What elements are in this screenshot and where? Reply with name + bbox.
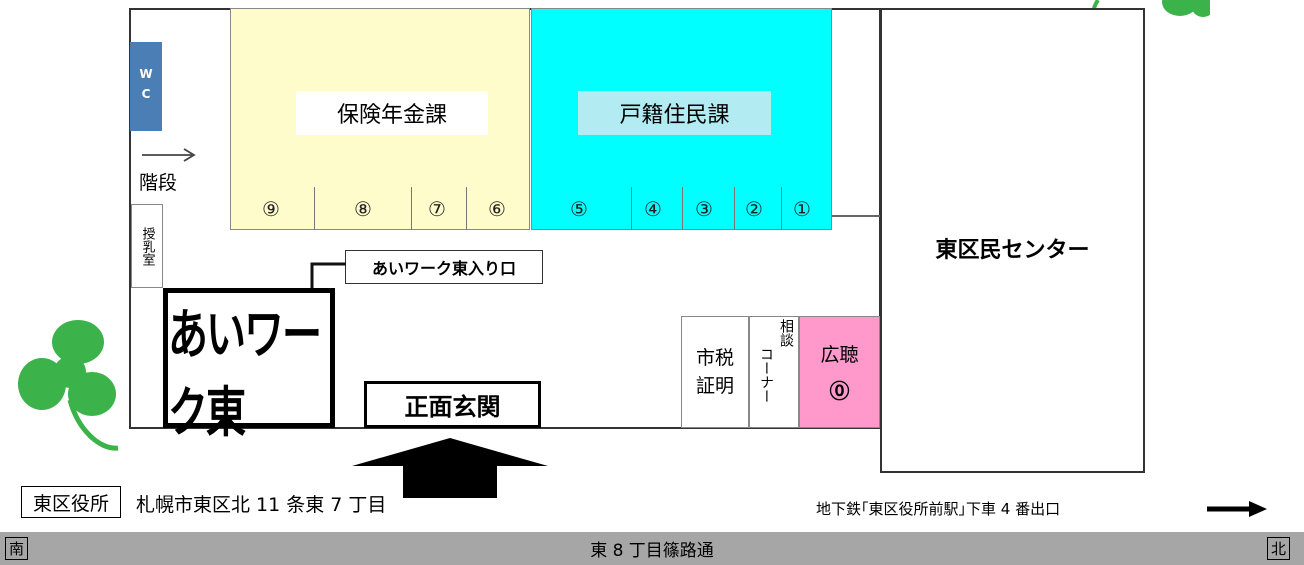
divider xyxy=(682,187,683,230)
consult-corner: 相談 コーナー xyxy=(749,316,799,428)
tax-cert-label: 市税証明 xyxy=(695,346,734,398)
address-box: 東区役所 xyxy=(21,486,121,518)
stairs-label: 階段 xyxy=(139,172,178,194)
street-south: 南 xyxy=(5,537,28,560)
window-number: ② xyxy=(745,197,763,221)
window-number: ① xyxy=(793,197,811,221)
wc-label: WC xyxy=(139,66,153,107)
center-building: 東区民センター xyxy=(880,8,1145,473)
connector-line xyxy=(832,215,881,217)
window-number: ④ xyxy=(644,197,662,221)
main-entrance: 正面玄関 xyxy=(364,381,541,428)
subway-note: 地下鉄｢東区役所前駅｣下車 4 番出口 xyxy=(816,500,1061,518)
divider xyxy=(781,187,782,230)
window-number: ⑥ xyxy=(488,197,506,221)
consult-label-bottom: コーナー xyxy=(758,347,774,403)
arrow-right-icon xyxy=(1207,501,1267,517)
street-north: 北 xyxy=(1267,537,1290,560)
hoken-label: 保険年金課 xyxy=(296,91,488,135)
koseki-label: 戸籍住民課 xyxy=(578,91,771,135)
window-number: ③ xyxy=(695,197,713,221)
window-number: ⑤ xyxy=(570,197,588,221)
consult-label-top: 相談 xyxy=(778,319,794,347)
divider xyxy=(411,187,412,230)
window-number: ⑦ xyxy=(428,197,446,221)
address-text: 札幌市東区北 11 条東 7 丁目 xyxy=(136,494,387,516)
ai-work-name: あいワーク東 xyxy=(168,304,322,445)
kocho-room: 広聴 ⓪ xyxy=(799,316,880,428)
kocho-number: ⓪ xyxy=(829,379,850,403)
nursing-room-label: 授乳室 xyxy=(139,226,155,266)
window-number: ⑨ xyxy=(262,197,280,221)
clover-icon xyxy=(18,320,119,451)
center-building-label: 東区民センター xyxy=(935,238,1090,263)
main-entrance-label: 正面玄関 xyxy=(404,393,501,421)
tax-cert-room: 市税証明 xyxy=(681,316,749,428)
divider xyxy=(314,187,315,230)
window-number: ⑧ xyxy=(354,197,372,221)
wc: WC xyxy=(130,42,162,131)
street-bar xyxy=(0,532,1304,565)
kocho-label: 広聴 xyxy=(820,344,859,366)
divider xyxy=(631,187,632,230)
divider xyxy=(734,187,735,230)
street-name: 東 8 丁目篠路通 xyxy=(590,541,714,561)
arrow-up-icon xyxy=(352,438,548,498)
divider xyxy=(466,187,467,230)
nursing-room: 授乳室 xyxy=(131,204,163,288)
ai-work-room: あいワーク東 xyxy=(163,288,335,445)
ai-work-entrance-label: あいワーク東入り口 xyxy=(345,250,543,284)
arrow-right-icon xyxy=(142,148,196,162)
